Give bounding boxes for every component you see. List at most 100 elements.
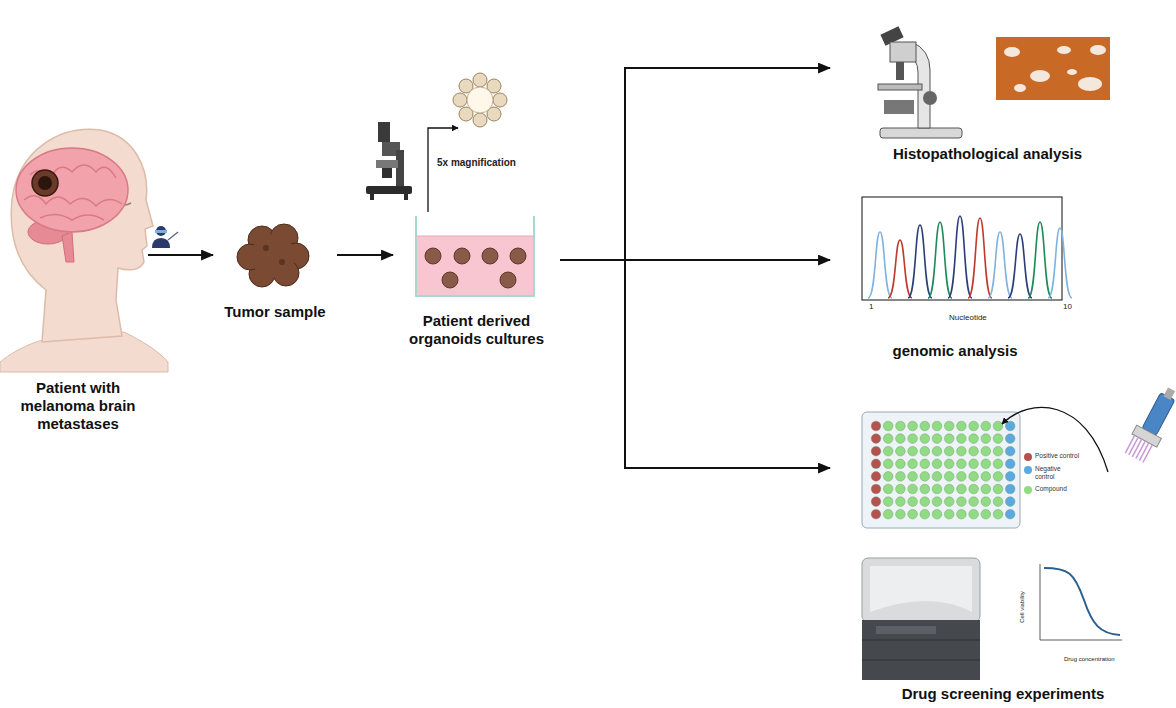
- plate-well: [896, 509, 906, 519]
- plate-well: [883, 497, 893, 507]
- flow-arrow: [148, 254, 213, 256]
- plate-well: [920, 497, 930, 507]
- plate-well: [908, 509, 918, 519]
- plate-well: [981, 472, 991, 482]
- plate-well: [1005, 446, 1015, 456]
- plate-well: [920, 509, 930, 519]
- plate-well: [920, 484, 930, 494]
- plate-well: [944, 434, 954, 444]
- plate-well: [932, 509, 942, 519]
- legend-text: Negative control: [1035, 465, 1080, 481]
- plate-well: [1005, 472, 1015, 482]
- annotation-label: 1: [869, 302, 873, 311]
- organoid-zoom: [453, 73, 507, 127]
- plate-well: [932, 497, 942, 507]
- plate-well: [871, 459, 881, 469]
- plate-well: [981, 446, 991, 456]
- plate-well: [957, 446, 967, 456]
- plate-well: [920, 421, 930, 431]
- tissue-micrograph: [996, 37, 1110, 100]
- annotation-label: Nucleotide: [949, 313, 987, 322]
- plate-well: [1005, 459, 1015, 469]
- step-caption: Tumor sample: [224, 303, 325, 323]
- plate-well: [969, 509, 979, 519]
- illustrated-step: Patient with melanoma brain metastases: [8, 140, 148, 435]
- legend-text: Positive control: [1035, 452, 1079, 460]
- plate-well: [871, 421, 881, 431]
- plate-well: [908, 484, 918, 494]
- legend-row: Positive control: [1024, 452, 1080, 461]
- plate-well: [993, 509, 1003, 519]
- legend-row: Compound: [1024, 485, 1080, 494]
- illustrated-step: Drug screening experiments: [830, 385, 1176, 705]
- chromatogram-peak: [868, 232, 892, 298]
- chromatogram-peak: [888, 240, 912, 298]
- legend-row: Negative control: [1024, 465, 1080, 481]
- surgeon-icon: [152, 226, 178, 248]
- chromatogram-peak: [908, 225, 932, 298]
- plate-well: [944, 421, 954, 431]
- plate-well: [871, 484, 881, 494]
- plate-well: [932, 446, 942, 456]
- plate-well: [1005, 421, 1015, 431]
- plate-well: [969, 446, 979, 456]
- patient-illustration: [0, 129, 168, 372]
- chromatogram: [862, 197, 1072, 300]
- pipette: [1123, 383, 1176, 465]
- plate-well: [1005, 434, 1015, 444]
- plate-well: [932, 434, 942, 444]
- flow-arrow: [337, 254, 393, 256]
- plate-well: [883, 509, 893, 519]
- plate-well: [981, 509, 991, 519]
- plate-well: [1005, 484, 1015, 494]
- chromatogram-peak: [1048, 228, 1072, 298]
- plate-well: [896, 484, 906, 494]
- plate-well: [908, 434, 918, 444]
- plate-well: [944, 497, 954, 507]
- plate-well: [908, 472, 918, 482]
- plate-well: [896, 472, 906, 482]
- plate-well: [981, 497, 991, 507]
- dose-response-chart: [1040, 564, 1122, 640]
- plate-well: [957, 497, 967, 507]
- flow-arrow: [560, 68, 830, 260]
- plate-well: [969, 459, 979, 469]
- plate-well: [871, 509, 881, 519]
- plate-well: [981, 484, 991, 494]
- plate-well: [920, 459, 930, 469]
- plate-well: [993, 446, 1003, 456]
- plate-well: [883, 434, 893, 444]
- plate-well: [957, 509, 967, 519]
- illustrated-step: genomic analysis: [830, 190, 1080, 362]
- plate-well: [908, 497, 918, 507]
- light-microscope: [878, 26, 962, 138]
- plate-well: [957, 484, 967, 494]
- plate-well: [969, 472, 979, 482]
- chromatogram-peak: [928, 222, 952, 298]
- illustrated-step: Tumor sample: [213, 215, 337, 323]
- plate-well: [993, 459, 1003, 469]
- plate-well: [883, 421, 893, 431]
- legend-swatch: [1024, 466, 1032, 474]
- flow-arrow: [560, 260, 830, 468]
- plate-well: [871, 472, 881, 482]
- plate-reader: [862, 558, 980, 680]
- step-caption: genomic analysis: [892, 342, 1017, 362]
- step-caption: Drug screening experiments: [902, 685, 1105, 705]
- culture-dish: [416, 216, 534, 296]
- magnification-leader: [428, 128, 458, 212]
- well-plate: [862, 412, 1020, 528]
- plate-well: [896, 459, 906, 469]
- plate-well: [871, 497, 881, 507]
- plate-well: [957, 459, 967, 469]
- plate-well: [932, 459, 942, 469]
- flow-arrow: [560, 259, 830, 261]
- chromatogram-peak: [968, 218, 992, 298]
- legend: Positive controlNegative controlCompound: [1024, 452, 1080, 498]
- chromatogram-peak: [988, 232, 1012, 298]
- illustrated-step: Patient derived organoids cultures: [393, 210, 560, 350]
- plate-well: [993, 421, 1003, 431]
- step-caption: Patient derived organoids cultures: [402, 312, 552, 350]
- annotation-label: 10: [1063, 302, 1072, 311]
